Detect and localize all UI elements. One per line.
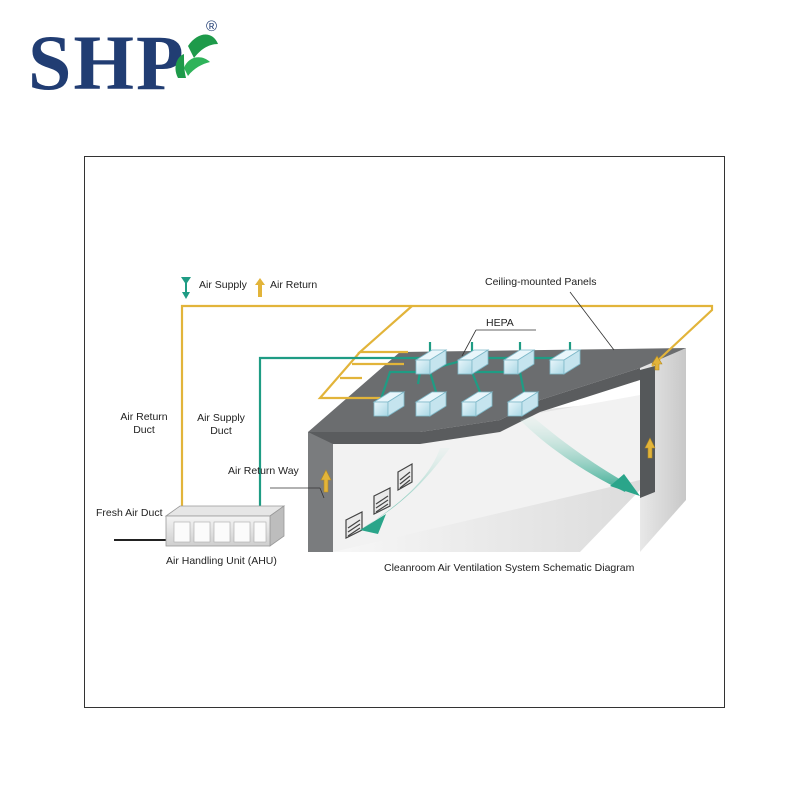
air-return-way-label: Air Return Way <box>228 465 299 477</box>
air-supply-duct-label-line1: Air Supply <box>197 412 245 424</box>
air-supply-duct-label-line2: Duct <box>210 425 232 437</box>
hepa-filter <box>372 391 406 417</box>
hepa-filter <box>414 349 448 375</box>
hepa-filter <box>502 349 536 375</box>
cleanroom-body <box>308 348 686 552</box>
registered-mark: ® <box>206 18 218 35</box>
hepa-filters <box>372 349 582 417</box>
logo: SHP ® <box>28 18 228 108</box>
ceiling-panels-label: Ceiling-mounted Panels <box>485 276 597 288</box>
hepa-filter <box>506 391 540 417</box>
ahu-unit <box>164 505 286 547</box>
hepa-label: HEPA <box>486 317 514 329</box>
logo-text: SHP <box>28 19 186 106</box>
hepa-filter <box>548 349 582 375</box>
legend-return-label: Air Return <box>270 279 318 291</box>
legend-supply-label: Air Supply <box>199 279 247 291</box>
leaf-icon <box>175 34 218 78</box>
return-arrow-icon <box>320 469 332 493</box>
ahu-label: Air Handling Unit (AHU) <box>166 555 277 567</box>
air-return-duct-label-line2: Duct <box>133 424 155 436</box>
air-return-duct-label-line1: Air Return <box>120 411 168 423</box>
fresh-air-duct-label: Fresh Air Duct <box>96 507 163 519</box>
leader-lines <box>270 291 615 499</box>
return-legend-icon <box>255 278 265 297</box>
return-arrows <box>320 355 663 493</box>
supply-legend-icon <box>181 277 191 299</box>
airflow-streams <box>360 416 640 534</box>
return-vents <box>345 462 413 539</box>
return-arrow-icon <box>651 355 663 371</box>
diagram-caption: Cleanroom Air Ventilation System Schemat… <box>384 562 635 574</box>
hepa-filter <box>460 391 494 417</box>
hepa-filter <box>456 349 490 375</box>
return-arrow-icon <box>644 437 656 459</box>
supply-air-duct <box>258 342 572 506</box>
hepa-filter <box>414 391 448 417</box>
